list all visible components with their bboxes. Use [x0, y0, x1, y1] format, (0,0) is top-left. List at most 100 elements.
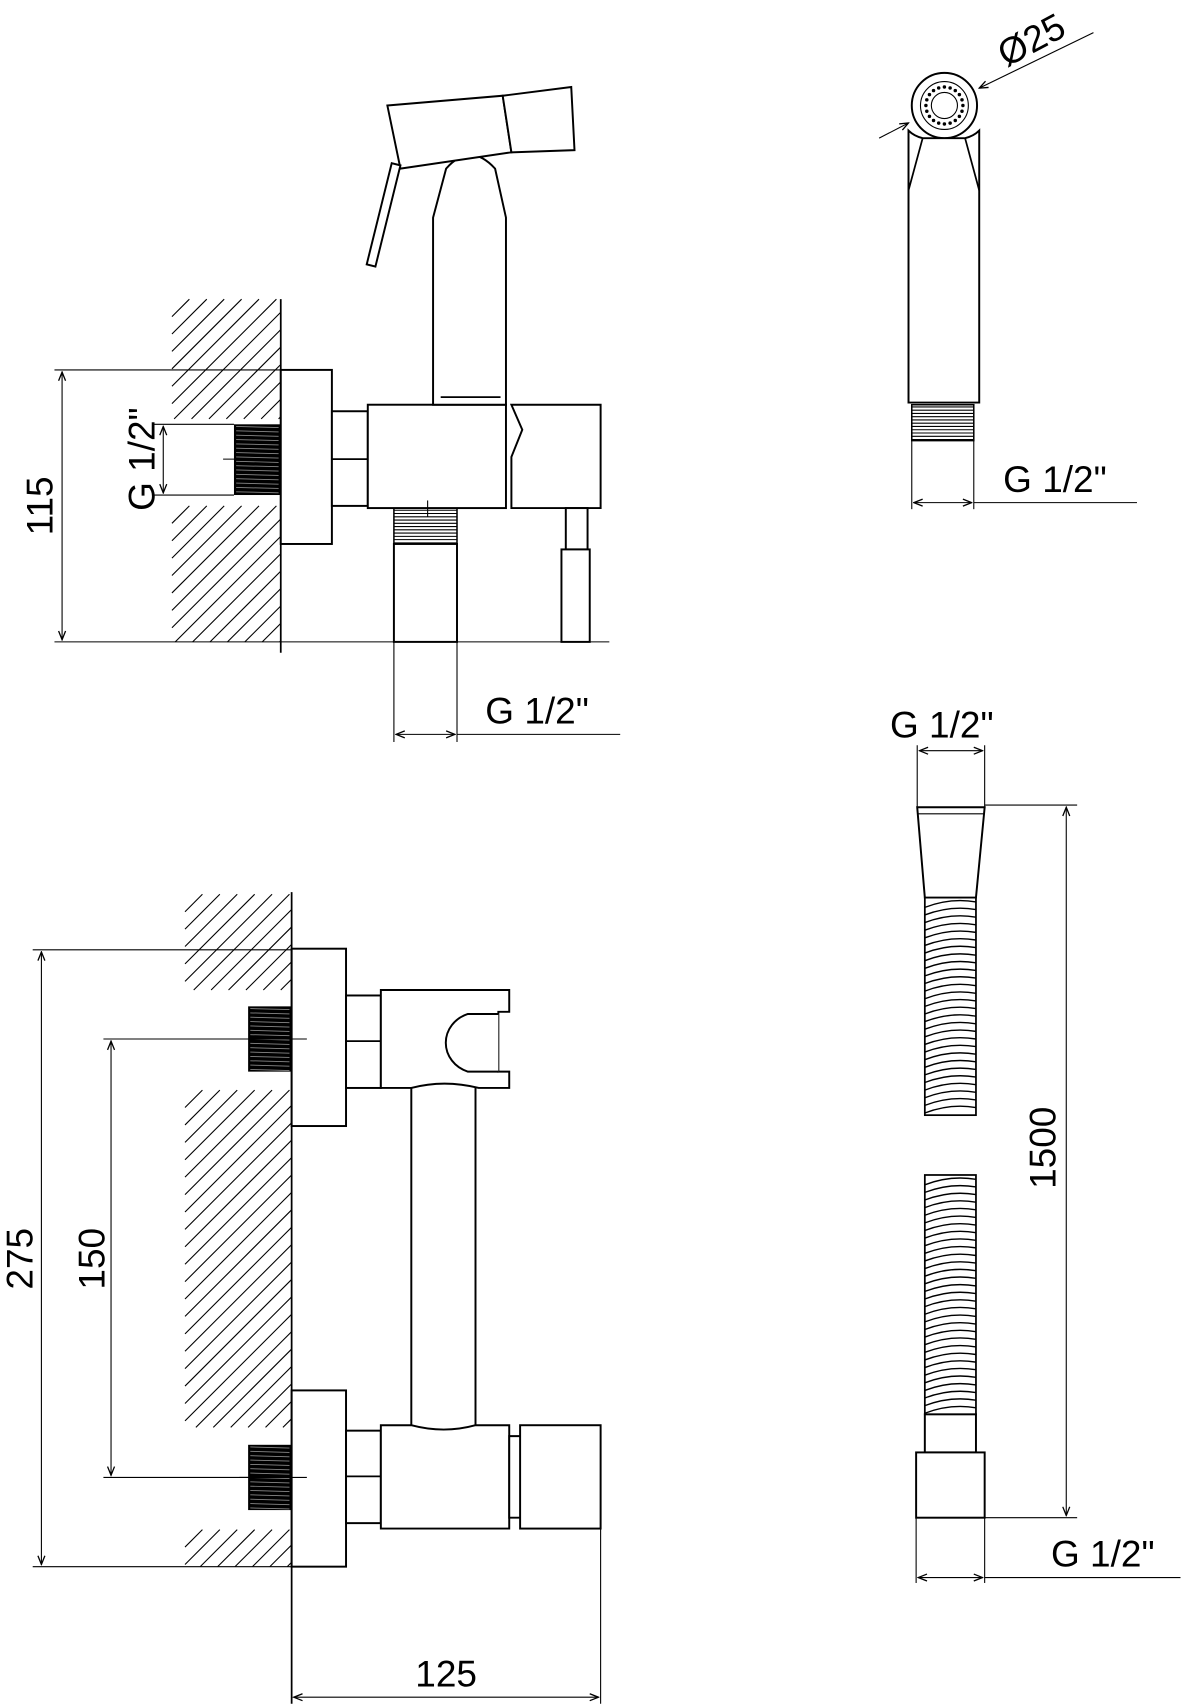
- spray-head-view: Ø25 G 1/2": [878, 5, 1137, 510]
- hatch-line: [217, 1529, 256, 1568]
- height-275-label: 275: [0, 1228, 41, 1290]
- mixer-body: [366, 403, 507, 510]
- hatch-line: [243, 381, 282, 420]
- hatch-line: [227, 588, 282, 643]
- inlet-thread-label: G 1/2": [122, 407, 163, 511]
- front-view-mixer: 275 150 125: [0, 892, 602, 1704]
- hatch-line: [184, 1174, 293, 1282]
- hatch-line: [247, 1383, 293, 1428]
- hatch-line: [228, 926, 293, 991]
- hatch-line: [184, 893, 203, 913]
- hatch-line: [230, 1366, 293, 1428]
- handle-front: [519, 1424, 602, 1530]
- hatch-line: [184, 1089, 256, 1161]
- top-flange: [290, 947, 348, 1128]
- vertical-tube: [410, 1076, 477, 1432]
- hatch-line: [184, 1089, 203, 1108]
- mixer-body-front: [379, 1424, 511, 1530]
- spray-head-body: [907, 128, 981, 404]
- hose-top-nut: [916, 806, 986, 899]
- hatch-line: [184, 893, 221, 930]
- spray-holder: [432, 154, 507, 406]
- hatch-line: [184, 1261, 293, 1370]
- hatch-line: [171, 298, 277, 405]
- outlet-thread-label: G 1/2": [485, 690, 589, 731]
- hatch-line: [184, 1279, 293, 1387]
- hose-segment: [923, 1174, 977, 1416]
- hatch-line: [199, 1529, 238, 1568]
- hatch-line: [184, 1089, 290, 1195]
- wall-flange: [279, 368, 333, 545]
- hatch-line: [184, 1529, 221, 1565]
- hatch-line: [184, 1226, 293, 1335]
- hatch-line: [184, 1089, 273, 1178]
- hatch-line: [252, 1529, 290, 1568]
- rod: [560, 548, 591, 643]
- hatch-line: [269, 1544, 293, 1568]
- hatch-line: [265, 1400, 293, 1428]
- hatch-line: [260, 398, 282, 420]
- hose-segment: [923, 896, 977, 1117]
- center-distance-label: 150: [72, 1228, 113, 1290]
- hatch-line: [174, 535, 282, 643]
- handle-block: [509, 403, 602, 510]
- hose-view: G 1/2" 1500 G 1/2": [890, 705, 1181, 1583]
- hatch-line: [184, 1244, 293, 1352]
- bottom-flange: [290, 1389, 348, 1568]
- hatch-line: [208, 346, 282, 420]
- hatch-line: [192, 553, 282, 643]
- side-view-mixer: 115 G 1/2" G 1/2": [19, 85, 621, 742]
- hatch-line: [184, 893, 256, 965]
- hatch-line: [171, 298, 208, 335]
- hatch-line: [209, 570, 282, 643]
- hatch-line: [184, 1313, 293, 1422]
- hatch-line: [212, 1348, 293, 1428]
- hatch-line: [184, 1209, 293, 1317]
- hatch-line: [171, 298, 190, 317]
- hatch-line: [184, 893, 273, 982]
- holder-cutout: [444, 1012, 499, 1073]
- hatch-line: [184, 1089, 221, 1126]
- hatch-line: [184, 1104, 293, 1213]
- wall-hatching: [171, 298, 293, 1568]
- hose-bottom-thread-label: G 1/2": [1051, 1534, 1155, 1575]
- spray-lever: [365, 162, 402, 268]
- hatch-line: [171, 505, 277, 611]
- hatch-line: [184, 1157, 293, 1265]
- hatch-line: [184, 1089, 238, 1143]
- hatch-line: [184, 1122, 293, 1230]
- hose-bottom-nut: [915, 1451, 986, 1519]
- hatch-line: [244, 605, 282, 643]
- hatch-line: [171, 505, 260, 594]
- hatch-line: [184, 1192, 293, 1300]
- hatch-line: [184, 1529, 203, 1548]
- hose-top-thread-label: G 1/2": [890, 705, 994, 746]
- hatch-line: [184, 893, 238, 947]
- hatch-line: [173, 311, 282, 420]
- hatch-line: [261, 623, 282, 643]
- hatch-line: [171, 505, 208, 542]
- outlet-pipe: [392, 542, 458, 643]
- spray-handle: [386, 94, 513, 170]
- hatch-line: [171, 505, 242, 576]
- hatch-line: [191, 329, 282, 420]
- hose-length-label: 1500: [1022, 1107, 1063, 1189]
- hatch-line: [262, 961, 293, 991]
- hatch-line: [171, 518, 282, 629]
- hatch-line: [184, 1139, 293, 1248]
- hatch-line: [193, 893, 290, 991]
- hatch-line: [245, 943, 293, 991]
- hatch-line: [171, 298, 242, 370]
- hatch-line: [184, 1296, 293, 1404]
- hatch-line: [171, 505, 190, 524]
- depth-125-label: 125: [415, 1653, 477, 1694]
- hatch-line: [171, 505, 225, 559]
- hatch-line: [280, 978, 293, 991]
- hatch-line: [171, 298, 225, 352]
- hatch-line: [234, 1529, 273, 1568]
- dimension-115-label: 115: [19, 476, 60, 535]
- spray-nozzle: [501, 85, 576, 154]
- diameter-label: Ø25: [991, 5, 1072, 74]
- hatch-line: [195, 1331, 293, 1428]
